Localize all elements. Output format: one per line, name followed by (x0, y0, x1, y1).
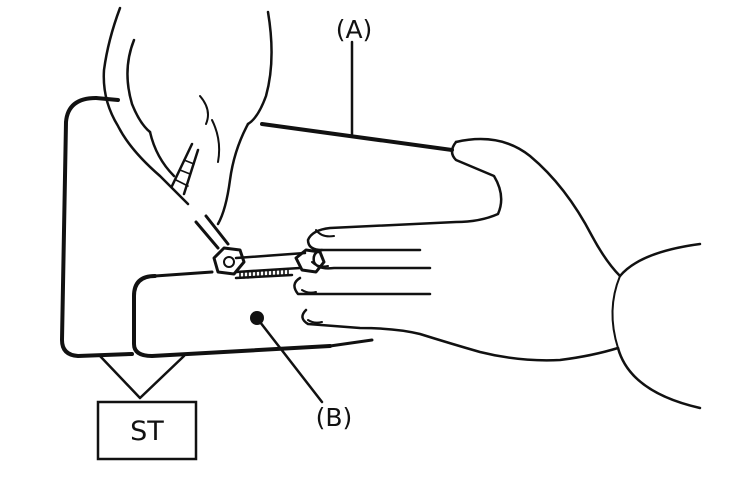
left-hand (102, 6, 273, 226)
hex-nut-right (294, 248, 326, 274)
threaded-rod (234, 251, 307, 280)
leader-line-b (258, 320, 324, 404)
label-part-a: (A) (336, 15, 373, 44)
part-b-block (132, 270, 374, 358)
wrench (170, 142, 230, 250)
hex-nut-left (212, 246, 246, 276)
leader-lines-st (98, 354, 186, 400)
right-sleeve (611, 242, 702, 410)
label-part-b: (B) (316, 403, 353, 432)
special-tool-box (96, 400, 198, 461)
label-special-tool: ST (130, 416, 164, 447)
right-hand (293, 137, 622, 362)
